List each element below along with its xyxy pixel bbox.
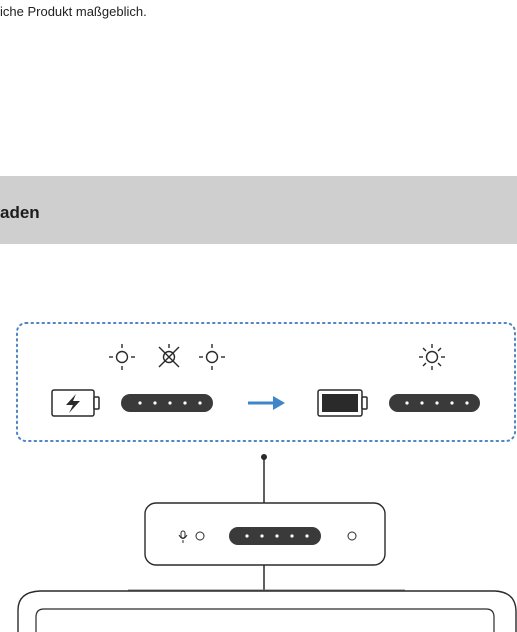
- battery-full-icon: [317, 389, 368, 417]
- blink-light-off-icon: [158, 344, 180, 368]
- arrow-right-icon: [248, 396, 285, 410]
- section-title: aden: [0, 203, 40, 222]
- steady-light-icon: [418, 343, 446, 371]
- mic-hole: [195, 531, 205, 541]
- led-bar-charged: [389, 394, 480, 412]
- led-bar-charging: [121, 394, 213, 412]
- blink-light-icon-1: [108, 343, 136, 371]
- led-indicator-icon: [347, 531, 357, 541]
- led-bar-device: [229, 527, 321, 545]
- microphone-icon: [178, 530, 188, 543]
- intro-text: iche Produkt maßgeblich.: [0, 4, 147, 19]
- device-outline: [17, 589, 517, 632]
- section-header-bar: aden: [0, 176, 517, 244]
- device-detail-callout: [144, 502, 386, 566]
- battery-charging-icon: [51, 389, 100, 417]
- status-frame: [16, 322, 516, 442]
- blink-light-icon-2: [198, 343, 226, 371]
